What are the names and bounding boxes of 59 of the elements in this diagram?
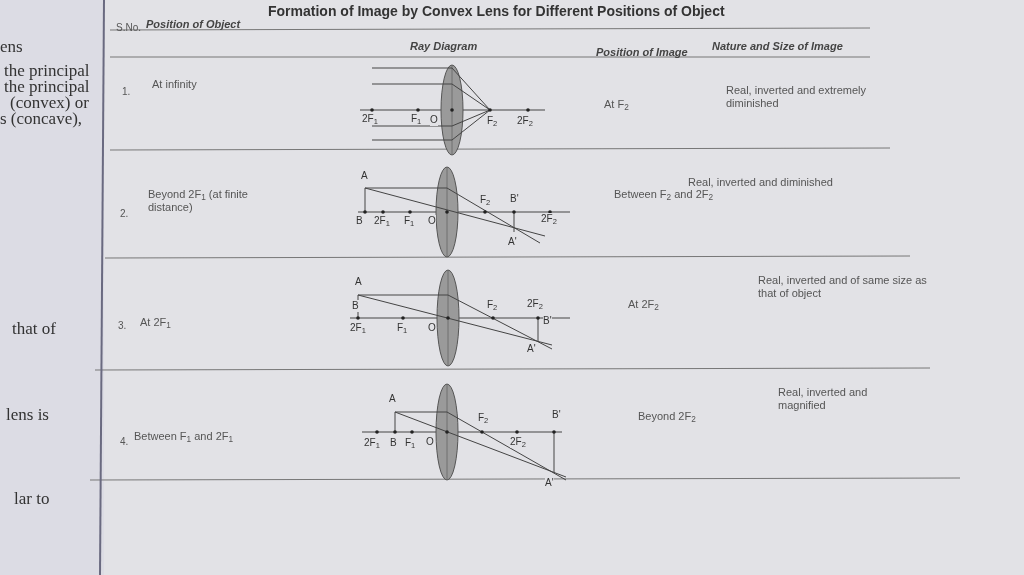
point-label: 2F$_{2}$	[527, 298, 543, 310]
point-label: F$_{2}$	[487, 115, 498, 127]
point-label: A	[361, 170, 368, 182]
point-label: 2F$_{1}$	[350, 322, 366, 334]
page-text: that of	[12, 318, 56, 340]
point-label: F$_{1}$	[411, 113, 422, 125]
title: Formation of Image by Convex Lens for Different Positions of Object	[268, 2, 725, 21]
row-number: S.No.	[116, 21, 141, 35]
table-text: Real, inverted and extremely diminished	[726, 84, 867, 110]
page-text: lar to	[14, 488, 50, 510]
point-label: B'	[552, 409, 561, 421]
point-label: O	[430, 114, 438, 126]
point-label: 2F$_{1}$	[364, 437, 380, 449]
table-text: At infinity	[152, 78, 197, 91]
point-label: B	[352, 300, 359, 312]
page-text: lens is	[6, 404, 49, 426]
point-label: B'	[543, 315, 552, 327]
table-text: Between F$_{2}$ and 2F$_{2}$	[614, 188, 714, 201]
table-text: At 2F$_{1}$	[140, 316, 171, 329]
point-label: F$_{2}$	[478, 412, 489, 424]
row-number: 3.	[118, 319, 127, 333]
point-label: A	[355, 276, 362, 288]
row-number: 4.	[120, 435, 129, 449]
row-number: 1.	[122, 85, 131, 99]
point-label: O	[426, 436, 434, 448]
row-number: 2.	[120, 207, 129, 221]
point-label: A	[389, 393, 396, 405]
page-text: ens	[0, 36, 23, 58]
column-header: Position of Image	[596, 45, 688, 60]
point-label: A'	[508, 236, 517, 248]
point-label: 2F$_{2}$	[517, 115, 533, 127]
point-label: F$_{1}$	[405, 437, 416, 449]
point-label: B'	[510, 193, 519, 205]
column-header: Position of Object	[146, 17, 241, 32]
point-label: O	[428, 215, 436, 227]
table-text: Beyond 2F$_{1}$ (at finite distance)	[148, 188, 249, 214]
table-text: Real, inverted and diminished	[688, 176, 834, 189]
table-text: Real, inverted and of same size as that of object	[758, 274, 928, 300]
point-label: 2F$_{1}$	[362, 113, 378, 125]
point-label: O	[428, 322, 436, 334]
point-label: F$_{1}$	[397, 322, 408, 334]
point-label: A'	[545, 477, 554, 489]
table-text: Real, inverted and magnified	[778, 386, 869, 412]
point-label: F$_{1}$	[404, 215, 415, 227]
table-text: Beyond 2F$_{2}$	[638, 410, 696, 423]
table-text: At F$_{2}$	[604, 98, 629, 111]
column-header: Ray Diagram	[410, 39, 478, 54]
point-label: B	[356, 215, 363, 227]
point-label: F$_{2}$	[487, 299, 498, 311]
point-label: F$_{2}$	[480, 194, 491, 206]
table-text: At 2F$_{2}$	[628, 298, 659, 311]
point-label: A'	[527, 343, 536, 355]
table-text: Between F$_{1}$ and 2F$_{1}$	[134, 430, 234, 443]
point-label: 2F$_{2}$	[541, 213, 557, 225]
point-label: 2F$_{1}$	[374, 215, 390, 227]
page-text: the principal	[4, 60, 90, 81]
point-label: B	[390, 437, 397, 449]
column-header: Nature and Size of Image	[712, 39, 843, 54]
point-label: 2F$_{2}$	[510, 436, 526, 448]
